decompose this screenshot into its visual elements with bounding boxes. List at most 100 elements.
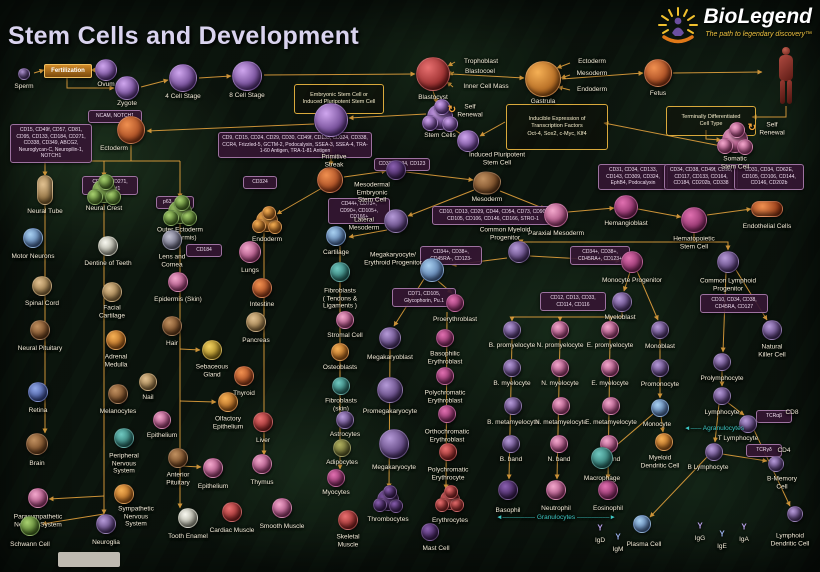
connector-line (179, 347, 201, 353)
self-renewal-icon-1: ↻ (447, 104, 457, 116)
erythrocytes-cell-3 (450, 497, 465, 512)
fibroblasts-tendons-label: Fibroblasts ( Tendons & Ligaments ) (322, 287, 358, 310)
b-lymphocyte-label: B Lymphocyte (687, 464, 729, 472)
n-band (550, 435, 568, 453)
adrenal-medulla-label: Adrenal Medulla (104, 353, 128, 368)
lungs (239, 241, 261, 263)
eight-cell-stage-label: 8 Cell Stage (229, 92, 265, 100)
connector-line (263, 71, 416, 77)
hematopoietic-stem-cell-label: Hematopoietic Stem Cell (673, 235, 715, 250)
lymphoid-dendritic-cell-label: Lymphoid Dendritic Cell (770, 532, 810, 547)
proerythroblast-label: Proerythroblast (432, 316, 478, 324)
b-lymphocyte (705, 443, 723, 461)
common-lymphoid-progenitor-label: Common Lymphoid Progenitor (699, 277, 757, 292)
terminally-differentiated-box: Terminally Differentiated Cell Type (666, 106, 756, 136)
neural-tube-label: Neural Tube (27, 208, 63, 216)
facial-cartilage (102, 282, 122, 302)
connector-line (386, 348, 392, 489)
sympathetic-nervous-system (114, 484, 134, 504)
connector-line (66, 77, 115, 91)
cartilage (326, 226, 346, 246)
thrombocytes-label: Thrombocytes (367, 516, 409, 524)
cd324-box: CD324 (243, 176, 277, 189)
ectoderm-cell-label: Ectoderm (100, 145, 128, 153)
mesoderm-rock-label: Mesoderm (471, 196, 503, 204)
hsc-markers-box: CD34, CD38, CD49f, CD90, CD117, CD133, C… (664, 164, 738, 190)
epidermis-skin-label: Epidermis (Skin) (154, 296, 202, 304)
melanocytes-label: Melanocytes (99, 408, 137, 416)
connector-line (557, 85, 571, 91)
zygote-label: Zygote (117, 100, 137, 108)
thrombocytes-cell-2 (372, 498, 387, 512)
connector-line (41, 513, 105, 526)
human-figure-part (780, 80, 785, 104)
tcr-gamma-delta-box: TCRγδ (746, 444, 782, 457)
nail (139, 373, 157, 391)
connector-line (140, 78, 169, 88)
lateral-mesoderm (384, 209, 408, 233)
sperm (18, 68, 30, 80)
natural-killer-cell (762, 320, 782, 340)
plasma-cell (633, 515, 651, 533)
iga-antibody: Y (741, 522, 747, 532)
neural-crest-cell-2 (86, 188, 103, 205)
common-lymphoid-progenitor (717, 251, 739, 273)
adipocytes-label: Adipocytes (326, 459, 358, 467)
brain (26, 433, 48, 455)
myeloid-dendritic-cell (655, 433, 673, 451)
basophil (498, 480, 518, 500)
epithelium-1-label: Epithelium (146, 432, 178, 440)
smooth-muscle-label: Smooth Muscle (259, 523, 305, 531)
neural-pituitary-label: Neural Pituitary (17, 345, 63, 353)
thrombocytes-cell-3 (389, 498, 403, 513)
retina-label: Retina (28, 407, 48, 415)
ovum (95, 59, 117, 81)
cd4-label: CD4 (777, 447, 791, 455)
paraxial-mesoderm (544, 203, 568, 227)
liver-label: Liver (255, 437, 271, 445)
igd-antibody: Y (597, 523, 603, 533)
embryonic-stem-cell (314, 103, 348, 137)
common-myeloid-progenitor-label: Common Myeloid Progenitor (479, 226, 531, 241)
human-figure (776, 47, 796, 105)
mast-cell-label: Mast Cell (422, 545, 450, 553)
endoderm-cell-cell-4 (261, 205, 276, 220)
motor-neurons-label: Motor Neurons (11, 253, 55, 261)
astrocytes (336, 411, 354, 429)
blastocoel-label: Blastocoel (465, 68, 495, 76)
sperm-label: Sperm (14, 83, 34, 91)
polychromatic-erythroblast (436, 367, 454, 385)
neural-markers-box: CD15, CD49f, CD57, CD81, CD95, CD133, CD… (10, 124, 92, 163)
peripheral-nervous-system-label: Peripheral Nervous System (109, 452, 139, 475)
mesoderm-rock (473, 171, 501, 195)
megakaryoblast-label: Megakaryoblast (367, 354, 413, 362)
dentine-of-teeth-label: Dentine of Teeth (84, 260, 132, 268)
connector-line (48, 495, 105, 502)
orthochromatic-erythroblast-label: Orthochromatic Erythroblast (424, 428, 470, 443)
brain-label: Brain (29, 460, 45, 468)
neural-crest-label: Neural Crest (85, 205, 123, 213)
eosinophil-label: Eosinophil (593, 505, 623, 513)
epidermis-skin (168, 272, 188, 292)
neural-crest-cell-4 (97, 173, 114, 190)
outer-ectoderm-cell-2 (162, 209, 179, 226)
proerythroblast-markers-box: CD71, CD105, Glycophorin, Pu.1 (392, 288, 456, 307)
e-promyelocyte (601, 321, 619, 339)
connector-line (636, 270, 659, 321)
four-cell-stage (169, 64, 197, 92)
neutrophil-label: Neutrophil (541, 505, 571, 513)
esc-markers-box: CD9, CD15, CD24, CD29, CD30, CD49f, CD13… (218, 132, 372, 158)
zygote (115, 76, 139, 100)
parasympathetic-nervous-system (28, 488, 48, 508)
ectoderm-cell (117, 116, 145, 144)
trophoblast-label: Trophoblast (463, 58, 499, 66)
orthochromatic-erythroblast (438, 405, 456, 423)
cd184-box: CD184 (186, 244, 222, 257)
lymphocyte-label: Lymphocyte (704, 409, 740, 417)
connector-line (561, 70, 644, 80)
b-myelocyte-label: B. myelocyte (493, 380, 531, 388)
connector-line (179, 399, 217, 405)
connector-line (146, 123, 315, 134)
lungs-label: Lungs (241, 267, 259, 275)
